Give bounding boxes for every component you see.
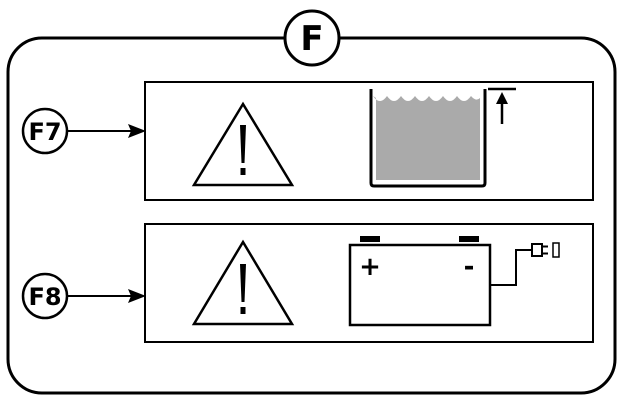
section-label: F [300,19,323,59]
battery-negative-label: - [464,252,475,282]
callout-label-f8: F8 [28,283,61,311]
callout-arrow-icon [128,124,146,138]
callout-f8: F8 [21,272,146,320]
callout-label-f7: F7 [28,118,61,146]
outer-frame [6,36,617,395]
power-plug-icon [490,242,560,286]
warning-triangle-icon [191,239,295,326]
section-badge: F [283,9,341,67]
liquid-container-icon [369,89,487,188]
callout-arrow-icon [128,289,146,303]
battery-icon: + - [348,236,492,327]
panel-f8: F8 + - [21,223,594,343]
battery-positive-label: + [359,252,381,282]
warning-triangle-icon [191,101,295,187]
battery-terminal-negative [459,236,479,242]
panel-f7: F7 [21,81,594,201]
callout-f7: F7 [21,107,146,155]
panel-f7-box [144,81,594,201]
panel-f8-box [144,223,594,343]
max-level-arrow-icon [488,87,516,124]
battery-terminal-positive [360,236,380,242]
